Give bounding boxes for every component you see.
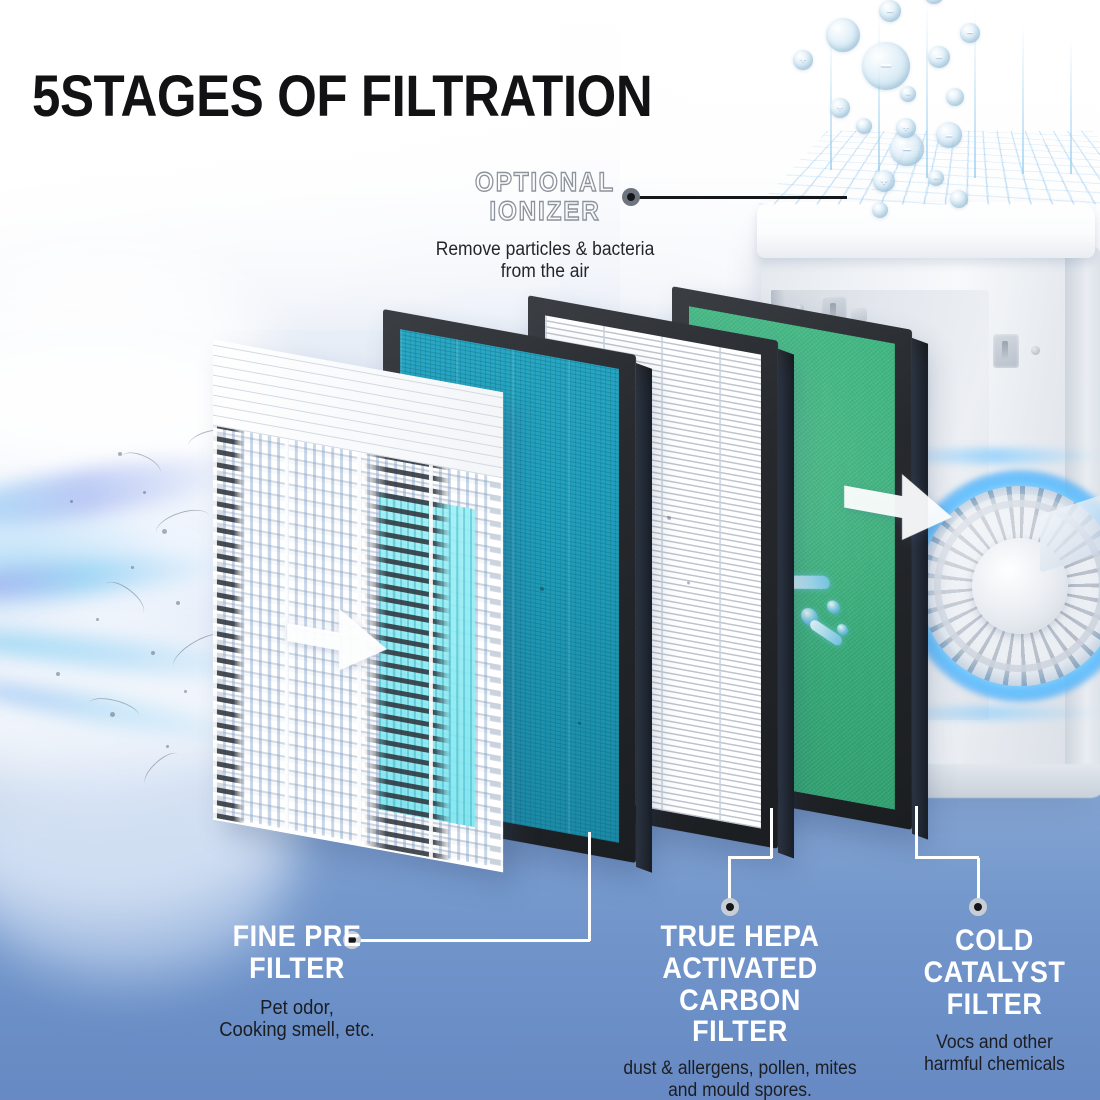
- heading-line: IONIZER: [415, 197, 676, 226]
- ion-bubble-positive: +: [896, 118, 916, 138]
- heading-line: COLD: [893, 925, 1096, 957]
- description-line: harmful chemicals: [891, 1054, 1098, 1076]
- callout-optional-ionizer: OPTIONAL IONIZER Remove particles & bact…: [400, 168, 690, 283]
- ion-bubble-positive: +: [873, 170, 895, 192]
- ion-bubble-negative: −: [862, 42, 910, 90]
- heading-line: FILTER: [610, 1016, 871, 1048]
- heading-line: FINE PRE: [185, 921, 410, 953]
- heading-line: OPTIONAL: [415, 168, 676, 197]
- description-line: dust & allergens, pollen, mites: [607, 1058, 874, 1080]
- description-line: and mould spores.: [607, 1080, 874, 1100]
- heading-line: CATALYST FILTER: [893, 957, 1096, 1021]
- connector-node-true-hepa: [721, 898, 739, 916]
- ion-bubble: [856, 118, 872, 134]
- ion-bubble-positive: +: [793, 50, 813, 70]
- description-line: Remove particles & bacteria: [412, 239, 679, 261]
- ion-bubble-negative: −: [928, 46, 950, 68]
- description-line: Cooking smell, etc.: [182, 1019, 412, 1042]
- description-line: from the air: [412, 261, 679, 283]
- callout-description-true-hepa-filter: dust & allergens, pollen, mites and moul…: [607, 1058, 874, 1100]
- ion-bubble-negative: −: [879, 0, 901, 22]
- page-title: 5STAGES OF FILTRATION: [32, 63, 652, 130]
- callout-heading-cold-catalyst-filter: COLD CATALYST FILTER: [893, 925, 1096, 1020]
- callout-heading-optional-ionizer: OPTIONAL IONIZER: [415, 168, 676, 225]
- callout-description-cold-catalyst-filter: Vocs and other harmful chemicals: [891, 1032, 1098, 1075]
- ion-bubble: [826, 18, 860, 52]
- ionizer-particles: + − − − − + + − − + − + −: [760, 0, 1100, 240]
- ion-bubble: [946, 88, 964, 106]
- callout-heading-true-hepa-filter: TRUE HEPA ACTIVATED CARBON FILTER: [610, 921, 871, 1048]
- ion-bubble-negative: −: [900, 86, 916, 102]
- description-line: Vocs and other: [891, 1032, 1098, 1054]
- heading-line: ACTIVATED CARBON: [610, 953, 871, 1017]
- callout-description-optional-ionizer: Remove particles & bacteria from the air: [412, 239, 679, 282]
- ion-bubble-positive: +: [830, 98, 850, 118]
- ion-bubble-negative: −: [960, 23, 980, 43]
- ion-bubble-negative: −: [936, 122, 962, 148]
- callout-heading-fine-pre-filter: FINE PRE FILTER: [185, 921, 410, 985]
- callout-cold-catalyst-filter: COLD CATALYST FILTER Vocs and other harm…: [882, 925, 1100, 1076]
- heading-line: FILTER: [185, 953, 410, 985]
- ion-bubble: [950, 190, 968, 208]
- connector-node-cold-catalyst: [969, 898, 987, 916]
- callout-description-fine-pre-filter: Pet odor, Cooking smell, etc.: [182, 997, 412, 1043]
- heading-line: TRUE HEPA: [610, 921, 871, 953]
- description-line: Pet odor,: [182, 997, 412, 1020]
- ion-bubble: [872, 202, 888, 218]
- callout-true-hepa-filter: TRUE HEPA ACTIVATED CARBON FILTER dust &…: [595, 921, 885, 1100]
- ion-bubble-negative: −: [928, 170, 944, 186]
- fine-pre-filter-panel: [213, 340, 503, 873]
- callout-fine-pre-filter: FINE PRE FILTER Pet odor, Cooking smell,…: [172, 921, 422, 1042]
